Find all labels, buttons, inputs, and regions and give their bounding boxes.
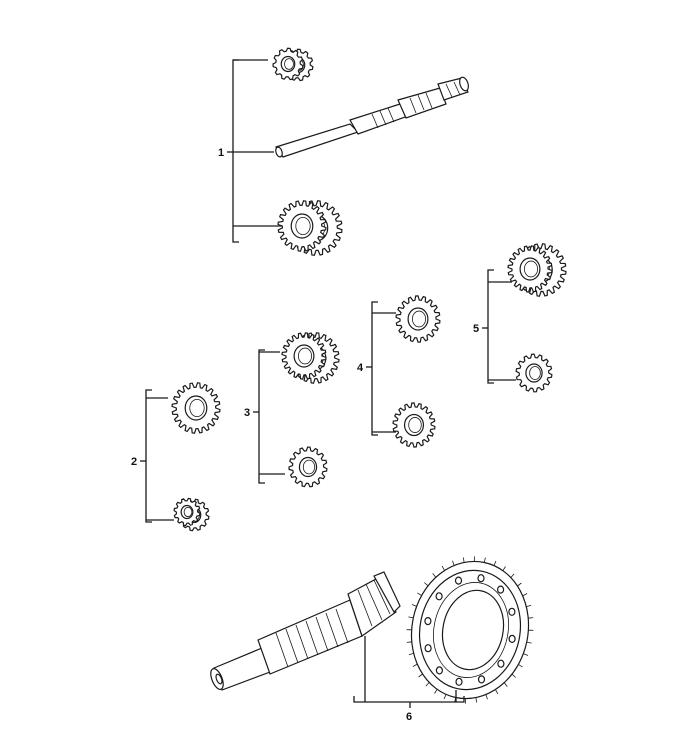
- bracket-1: [232, 59, 239, 243]
- bracket-2: [145, 389, 152, 523]
- group-1: 1: [218, 47, 469, 256]
- group-2: 2: [131, 382, 221, 532]
- spur-gear-icon: [171, 382, 221, 434]
- callout-2: 2: [131, 456, 137, 468]
- spur-gear-icon: [173, 497, 201, 527]
- callout-4: 4: [357, 362, 364, 374]
- callout-6: 6: [406, 711, 412, 723]
- pinion-shaft-icon: [210, 571, 401, 691]
- input-shaft-icon: [275, 76, 469, 158]
- spur-gear-icon: [288, 446, 328, 488]
- bracket-5: [487, 269, 494, 384]
- group-3: 3: [244, 332, 340, 488]
- ring-gear-icon: [406, 556, 534, 704]
- spur-gear-icon: [392, 402, 436, 448]
- callout-3: 3: [244, 407, 250, 419]
- group-5: 5: [473, 243, 567, 393]
- spur-gear-icon: [515, 353, 553, 393]
- spur-gear-icon: [272, 47, 304, 81]
- group-4: 4: [357, 295, 441, 448]
- spur-gear-icon: [395, 295, 441, 343]
- spur-gear-icon: [281, 332, 327, 380]
- spur-gear-icon: [277, 200, 327, 252]
- bracket-4: [371, 301, 378, 436]
- spur-gear-icon: [507, 245, 553, 293]
- bracket-6: [353, 696, 465, 703]
- callout-1: 1: [218, 147, 224, 159]
- group-6: 6: [210, 556, 534, 723]
- bracket-3: [258, 349, 265, 484]
- callout-5: 5: [473, 323, 479, 335]
